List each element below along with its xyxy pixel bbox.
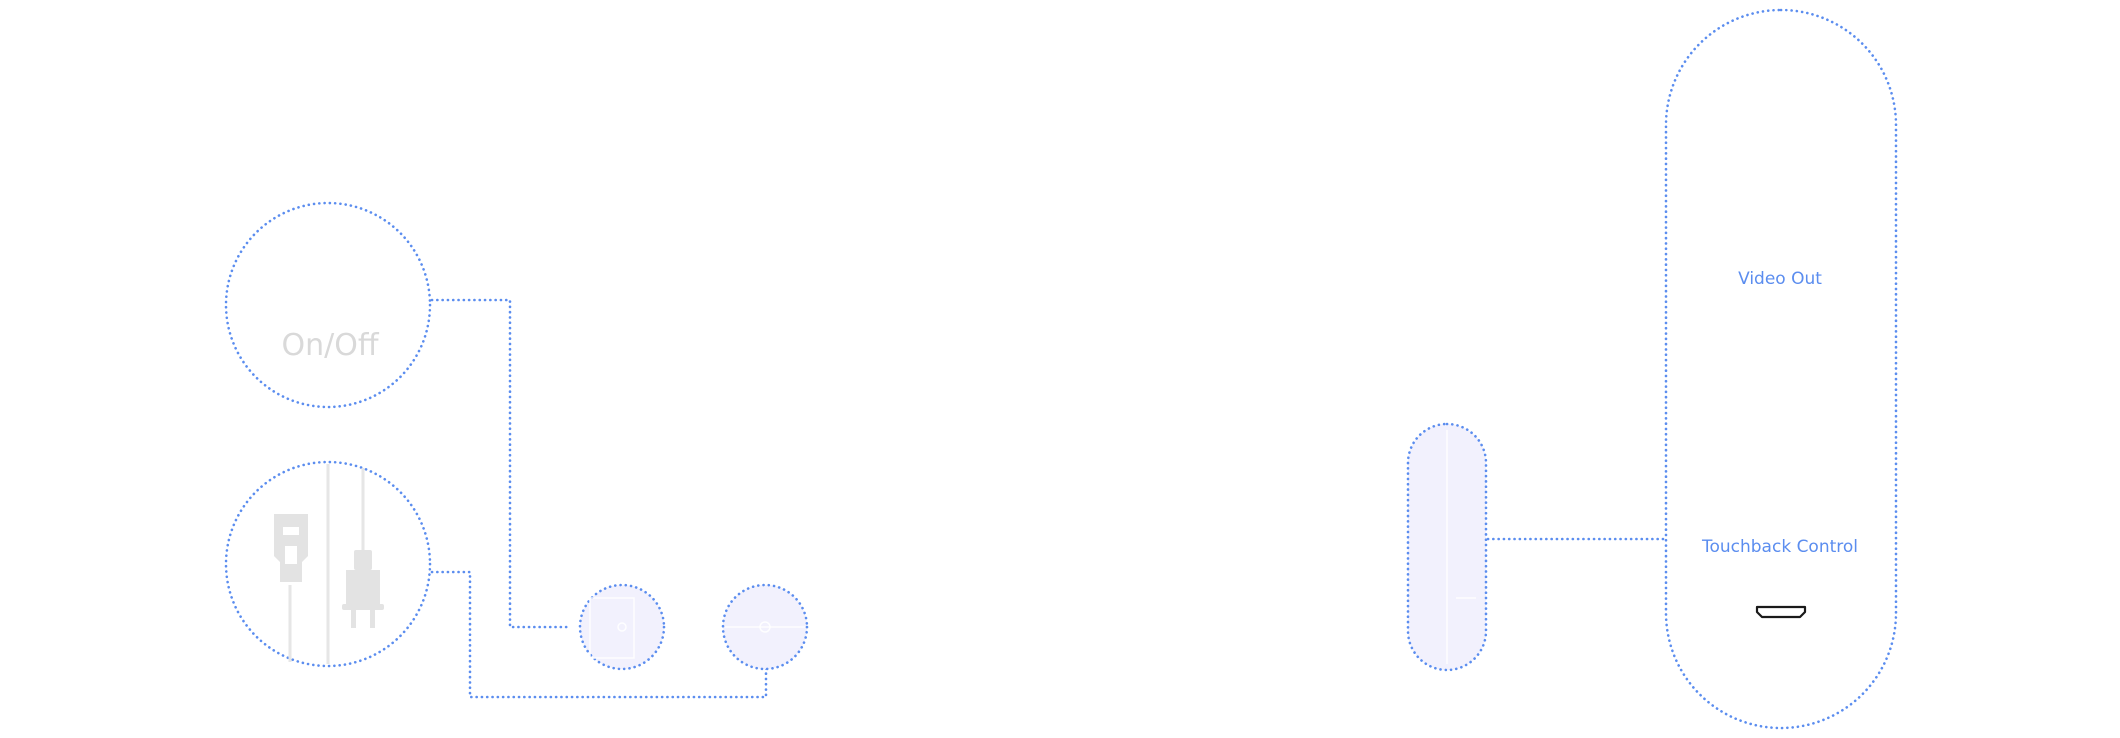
on-off-callout: On/Off — [224, 201, 432, 409]
on-off-connector-line — [430, 298, 570, 629]
port-detail-callout: Video Out Touchback Control — [1664, 8, 1898, 730]
hdmi-port-icon — [1755, 605, 1807, 619]
on-off-switch-port[interactable] — [578, 583, 666, 671]
power-plug-type-a-icon — [274, 514, 308, 582]
video-out-label: Video Out — [1738, 269, 1822, 289]
on-off-label: On/Off — [281, 328, 379, 363]
power-input-port[interactable] — [721, 583, 809, 671]
power-plug-type-c-icon — [342, 550, 384, 628]
power-connector-line — [430, 570, 768, 699]
port-detail-callout-outline — [1664, 8, 1898, 730]
on-off-callout-circle — [224, 201, 432, 409]
side-port-strip[interactable] — [1406, 422, 1488, 672]
touchback-control-label: Touchback Control — [1701, 537, 1858, 557]
power-plug-callout-circle — [224, 460, 432, 668]
power-plug-callout — [224, 460, 432, 668]
